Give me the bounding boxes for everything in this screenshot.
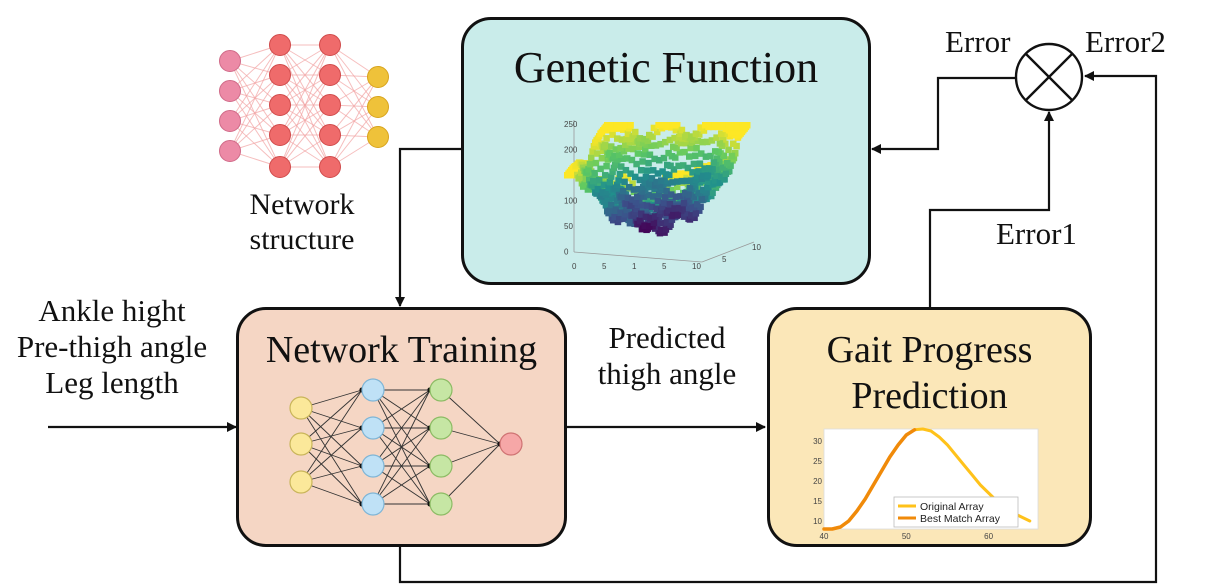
structure-node-2-2	[319, 94, 341, 116]
surface-z-tick: 50	[564, 222, 573, 231]
genetic-function-title: Genetic Function	[513, 43, 819, 92]
surface-z-tick: 200	[564, 146, 578, 155]
structure-node-1-1	[269, 64, 291, 86]
training-node-2-1	[429, 416, 453, 440]
structure-node-0-0	[219, 50, 241, 72]
surface-x-tick: 10	[692, 262, 701, 270]
network-training-box: Network Training	[236, 307, 567, 547]
genetic-to-training-arrow	[395, 147, 461, 307]
input-labels: Ankle hight Pre-thigh angle Leg length	[0, 293, 224, 401]
gait-y-tick: 30	[813, 437, 822, 446]
error-to-genetic-arrow	[871, 76, 1017, 154]
training-node-1-1	[361, 416, 385, 440]
predicted-label: Predicted thigh angle	[578, 320, 756, 392]
training-node-1-0	[361, 378, 385, 402]
surface-x-tick: 5	[602, 262, 607, 270]
training-node-1-3	[361, 492, 385, 516]
network-structure-label: Network structure	[237, 188, 367, 258]
summing-junction	[1014, 42, 1084, 112]
structure-node-2-1	[319, 64, 341, 86]
structure-node-0-2	[219, 110, 241, 132]
gait-progress-title-line1: Gait Progress	[826, 329, 1033, 371]
predicted-line1: Predicted	[608, 320, 726, 355]
surface-y-tick: 10	[752, 243, 761, 252]
error-label: Error	[945, 24, 1011, 59]
gait-progress-title-line2: Prediction	[851, 374, 1008, 417]
error2-label: Error2	[1085, 24, 1166, 59]
gait-y-tick: 20	[813, 477, 822, 486]
training-node-1-2	[361, 454, 385, 478]
neural-network-icon	[289, 378, 523, 516]
error1-arrow	[928, 111, 1054, 307]
structure-node-3-1	[367, 96, 389, 118]
training-node-2-3	[429, 492, 453, 516]
error2-feedback-arrow	[398, 71, 1158, 584]
structure-node-3-0	[367, 66, 389, 88]
training-node-0-0	[289, 396, 313, 420]
training-node-2-0	[429, 378, 453, 402]
network-training-title: Network Training	[265, 329, 538, 371]
error1-label: Error1	[996, 216, 1077, 251]
training-node-0-2	[289, 470, 313, 494]
structure-node-1-2	[269, 94, 291, 116]
surface-z-tick: 100	[564, 197, 578, 206]
gait-legend	[893, 496, 1019, 528]
surface-x-tick: 1	[632, 262, 637, 270]
structure-node-0-3	[219, 140, 241, 162]
structure-node-2-3	[319, 124, 341, 146]
structure-node-1-4	[269, 156, 291, 178]
training-node-0-1	[289, 432, 313, 456]
gait-progress-title: Gait Progress Prediction	[770, 328, 1089, 419]
network-structure-icon	[219, 34, 389, 178]
gait-y-tick: 15	[813, 497, 822, 506]
gait-x-tick: 40	[820, 532, 829, 541]
legend-entry: Original Array	[920, 501, 984, 513]
surface-x-tick: 5	[662, 262, 667, 270]
structure-node-1-0	[269, 34, 291, 56]
structure-node-2-0	[319, 34, 341, 56]
input-pre-thigh-angle: Pre-thigh angle	[16, 328, 208, 364]
legend-entry: Best Match Array	[920, 513, 1001, 525]
predicted-line2: thigh angle	[597, 355, 737, 391]
structure-node-1-3	[269, 124, 291, 146]
gait-x-tick: 50	[902, 532, 911, 541]
gait-x-tick: 60	[984, 532, 993, 541]
structure-node-3-2	[367, 126, 389, 148]
series-line-best-match	[822, 428, 917, 531]
input-ankle-height: Ankle hight	[38, 293, 186, 328]
surface-x-tick: 0	[572, 262, 577, 270]
fitness-surface-plot: 250200150100500051510510	[564, 120, 761, 270]
network-structure-line1: Network	[249, 188, 355, 221]
structure-node-0-1	[219, 80, 241, 102]
gait-y-tick: 25	[813, 457, 822, 466]
network-structure-line2: structure	[249, 222, 355, 256]
input-leg-length: Leg length	[45, 364, 179, 400]
gait-y-tick: 10	[813, 517, 822, 526]
gait-progress-box: Gait Progress Prediction 10 15 20 25 30 40 50 6…	[767, 307, 1092, 547]
training-node-2-2	[429, 454, 453, 478]
surface-y-tick: 5	[722, 255, 727, 264]
genetic-function-box: Genetic Function 25020015010050005151051…	[461, 17, 871, 285]
surface-z-tick: 250	[564, 120, 578, 129]
training-node-3-0	[499, 432, 523, 456]
surface-z-tick: 0	[564, 248, 569, 257]
structure-node-2-4	[319, 156, 341, 178]
